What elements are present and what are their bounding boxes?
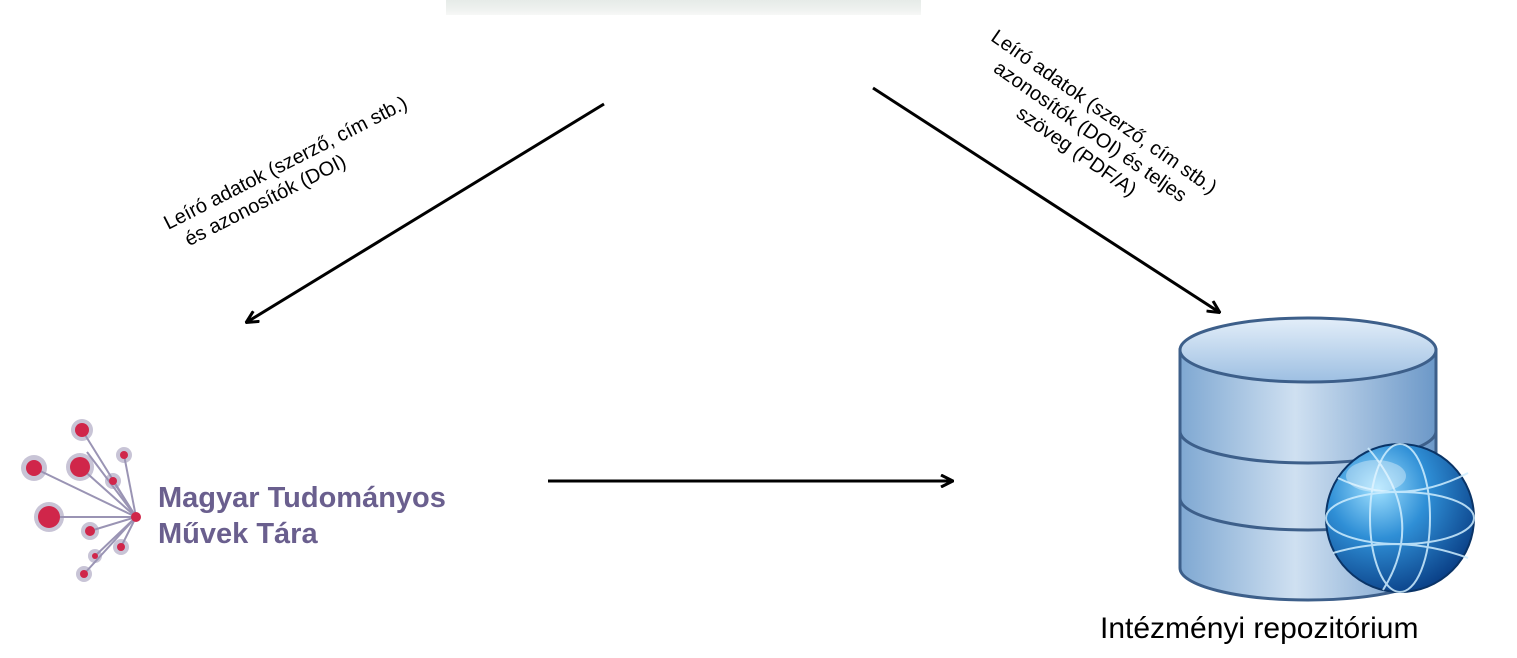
- source-image-edge: [446, 0, 921, 15]
- mtmt-name: Magyar Tudományos Művek Tára: [158, 480, 446, 552]
- mtmt-logo-icon: [21, 419, 141, 582]
- arrow-to-mtmt: [247, 102, 605, 322]
- database-icon: [1178, 316, 1475, 602]
- arrow-to-repository: [872, 86, 1219, 312]
- globe-icon: [1325, 443, 1475, 593]
- mtmt-name-line2: Művek Tára: [158, 518, 318, 550]
- mtmt-name-line1: Magyar Tudományos: [158, 482, 446, 514]
- repository-label: Intézményi repozitórium: [1100, 612, 1419, 645]
